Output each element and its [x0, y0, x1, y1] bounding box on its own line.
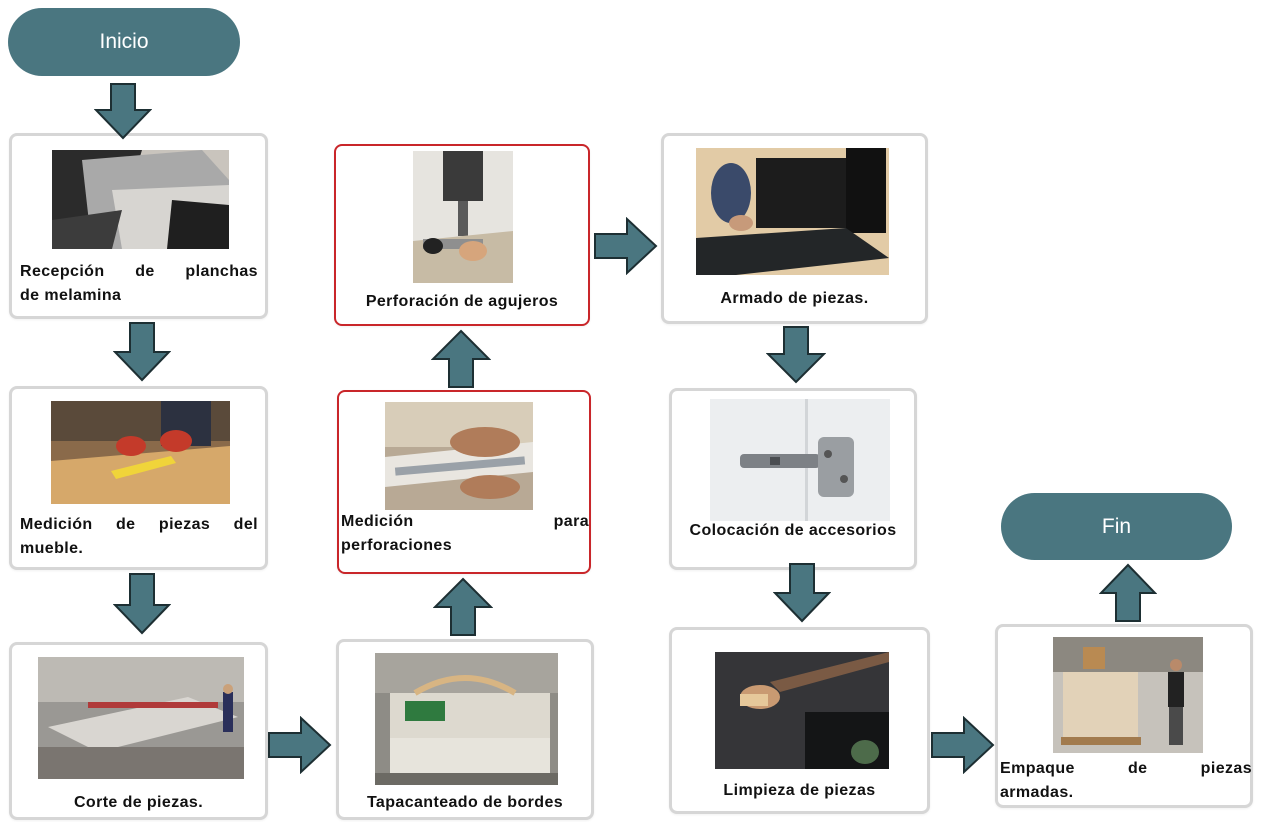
step-corte: Corte de piezas.: [9, 642, 268, 820]
end-terminal: Fin: [1001, 493, 1232, 560]
recepcion-line-1: Recepción de planchas: [20, 260, 258, 284]
measuring-wood-photo: [51, 401, 230, 504]
step-limpieza: Limpieza de piezas: [669, 627, 930, 814]
step-empaque-label: Empaque de piezas armadas.: [1000, 757, 1252, 805]
step-colocacion-label: Colocación de accesorios: [689, 522, 897, 539]
empaque-line-2: armadas.: [1000, 784, 1074, 801]
arrow-colocacion-to-limpieza: [773, 563, 831, 623]
step-tapacanteado: Tapacanteado de bordes: [336, 639, 594, 820]
packaging-photo: [1053, 637, 1203, 753]
arrow-medicion-to-corte: [113, 573, 171, 635]
step-medicion-perforaciones: Medición para perforaciones: [337, 390, 591, 574]
step-recepcion-label: Recepción de planchas de melamina: [20, 260, 258, 308]
step-medicion-piezas-label: Medición de piezas del mueble.: [20, 513, 258, 561]
arrow-corte-to-tapacanteado: [268, 716, 332, 774]
edge-banding-machine-photo: [375, 653, 558, 785]
start-terminal: Inicio: [8, 8, 240, 76]
arrow-perforacion-to-armado: [594, 217, 658, 275]
step-recepcion: Recepción de planchas de melamina: [9, 133, 268, 319]
step-corte-label: Corte de piezas.: [73, 794, 204, 811]
medicion-perf-line-1: Medición para: [341, 513, 589, 530]
step-medicion-perforaciones-label: Medición para perforaciones: [341, 510, 589, 558]
arrow-tapacanteado-to-medicion-perf: [433, 577, 493, 637]
arrow-recepcion-to-medicion: [113, 322, 171, 382]
recepcion-line-2: de melamina: [20, 287, 122, 304]
medicion-perf-line-2: perforaciones: [341, 537, 453, 554]
empaque-line-1: Empaque de piezas: [1000, 760, 1252, 777]
step-perforacion: Perforación de agujeros: [334, 144, 590, 326]
step-armado-label: Armado de piezas.: [720, 290, 869, 307]
arrow-limpieza-to-empaque: [931, 716, 995, 774]
step-tapacanteado-label: Tapacanteado de bordes: [366, 794, 564, 811]
drill-press-photo: [413, 151, 513, 283]
step-colocacion: Colocación de accesorios: [669, 388, 917, 570]
hinge-accessory-photo: [710, 399, 890, 521]
medicion-piezas-line-2: mueble.: [20, 540, 84, 557]
step-armado: Armado de piezas.: [661, 133, 928, 324]
recepcion-text-1: Recepción de planchas: [20, 263, 258, 280]
arrow-armado-to-colocacion: [766, 326, 826, 384]
arrow-empaque-to-fin: [1099, 563, 1157, 623]
arrow-inicio-to-recepcion: [94, 83, 152, 140]
end-label: Fin: [1101, 514, 1132, 538]
step-empaque: Empaque de piezas armadas.: [995, 624, 1253, 808]
cutting-machine-photo: [38, 657, 244, 779]
measuring-ruler-photo: [385, 402, 533, 510]
arrow-medicion-perf-to-perforacion: [431, 329, 491, 389]
cleaning-photo: [715, 652, 889, 769]
medicion-piezas-line-1: Medición de piezas del: [20, 516, 258, 533]
assembly-photo: [696, 148, 889, 275]
melamine-sheets-photo: [52, 150, 229, 249]
step-perforacion-label: Perforación de agujeros: [365, 293, 559, 310]
step-limpieza-label: Limpieza de piezas: [723, 782, 876, 799]
step-medicion-piezas: Medición de piezas del mueble.: [9, 386, 268, 570]
start-label: Inicio: [99, 30, 149, 53]
